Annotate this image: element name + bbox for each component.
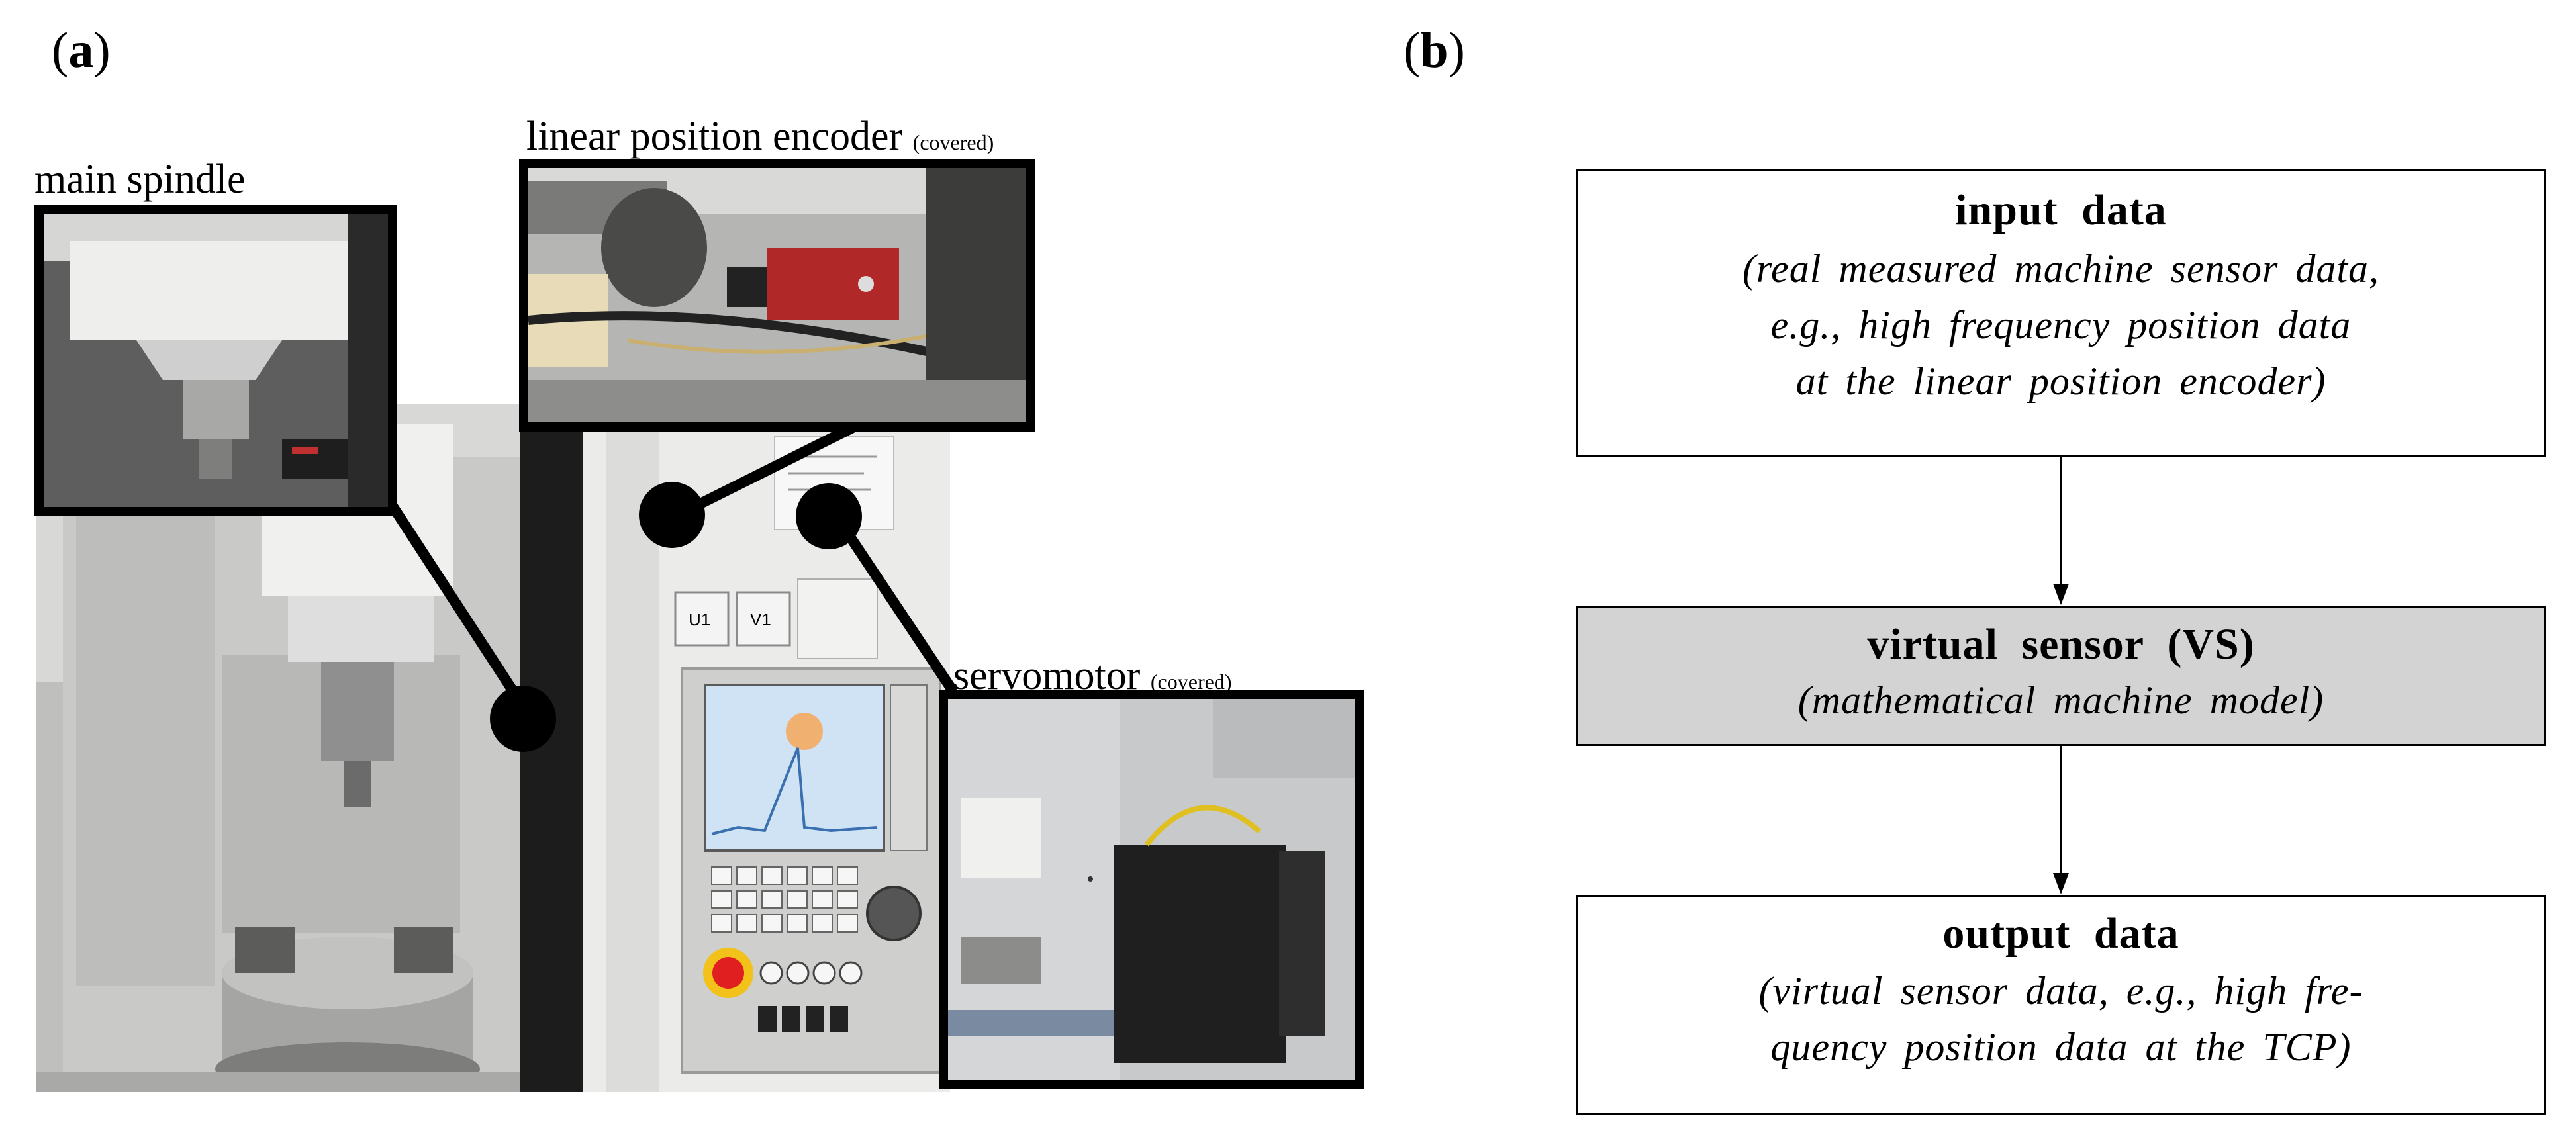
inset-main-spindle — [34, 205, 397, 516]
input-data-title: input data — [1955, 186, 2167, 234]
virtual-sensor-line-1: (mathematical machine model) — [1797, 678, 2324, 722]
output-data-line-2: quency position data at the TCP) — [1770, 1025, 2352, 1070]
inset-encoder — [519, 159, 1035, 432]
input-data-box: input data (real measured machine sensor… — [1576, 169, 2546, 457]
panel-label-b: (b) — [1404, 23, 1465, 78]
input-data-line-1: (real measured machine sensor data, — [1742, 247, 2380, 291]
input-data-line-3: at the linear position encoder) — [1795, 359, 2326, 404]
output-data-line-1: (virtual sensor data, e.g., high fre- — [1758, 969, 2363, 1013]
output-data-box: output data (virtual sensor data, e.g., … — [1576, 895, 2546, 1115]
key-u1: U1 — [689, 610, 710, 629]
callout-servomotor: servomotor (covered) — [953, 653, 1232, 698]
callout-encoder: linear position encoder (covered) — [526, 114, 994, 159]
input-data-line-2: e.g., high frequency position data — [1770, 303, 2352, 347]
marker-dot-encoder — [639, 482, 705, 548]
arrow-input-to-vs — [2053, 457, 2069, 605]
inset-servomotor — [939, 690, 1364, 1089]
panel-label-a: (a) — [52, 23, 111, 78]
output-data-title: output data — [1942, 909, 2179, 958]
virtual-sensor-box: virtual sensor (VS) (mathematical machin… — [1576, 606, 2546, 746]
virtual-sensor-title: virtual sensor (VS) — [1867, 620, 2255, 668]
key-v1: V1 — [750, 610, 771, 629]
arrow-vs-to-output — [2053, 746, 2069, 894]
marker-dot-spindle — [490, 686, 556, 752]
callout-lines — [386, 422, 958, 715]
photo-panel: (a) U1 V1 — [34, 23, 1364, 1092]
marker-dot-servomotor — [796, 483, 862, 549]
callout-main-spindle: main spindle — [34, 157, 246, 202]
